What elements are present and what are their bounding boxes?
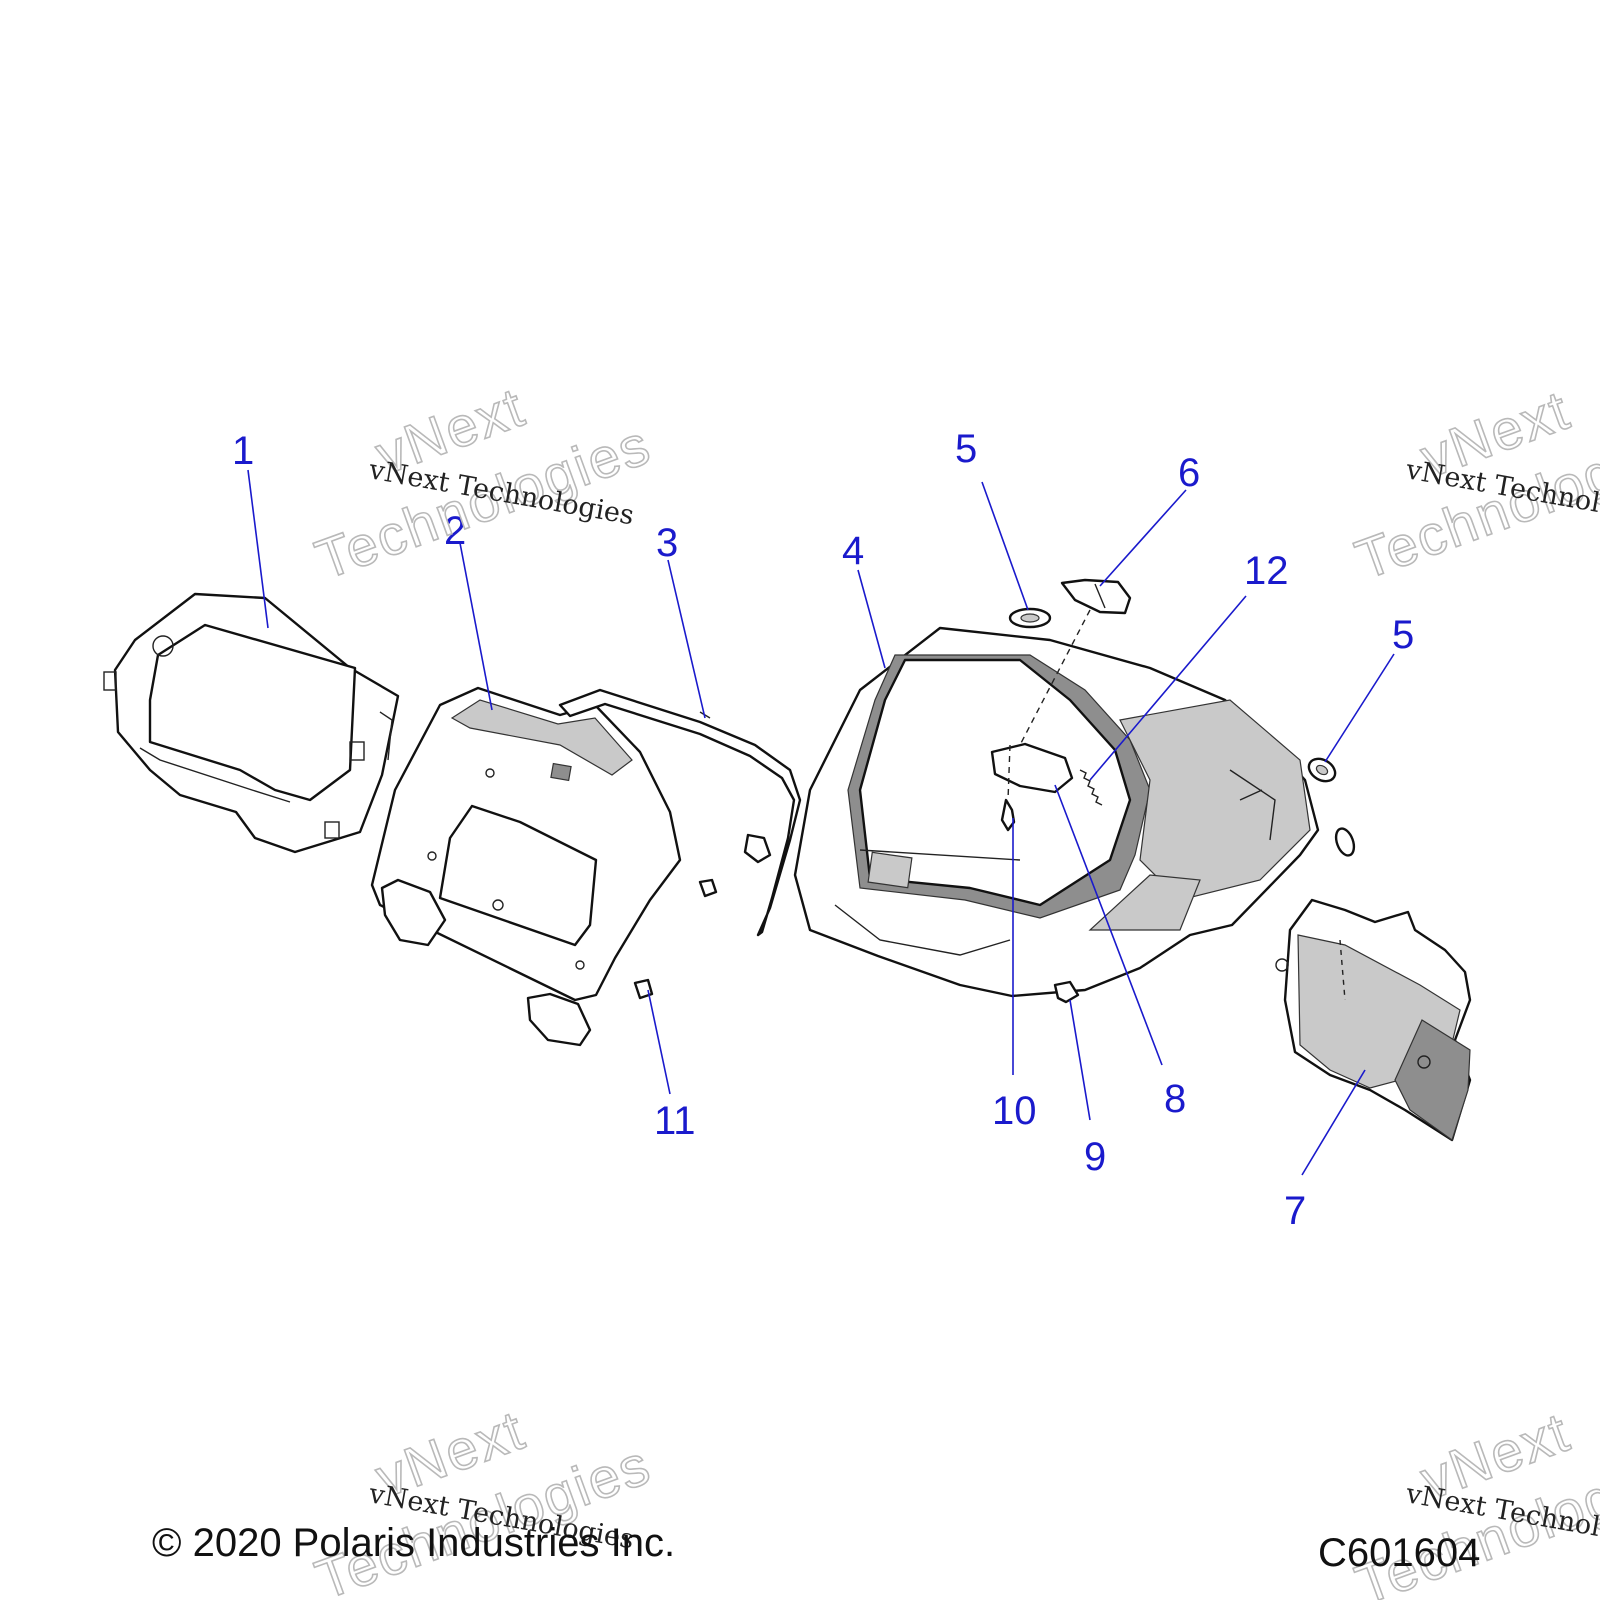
knob-icon bbox=[152, 635, 174, 657]
callout-1: 1 bbox=[232, 429, 254, 473]
callouts: 1 2 3 4 5 6 12 5 11 10 8 9 7 bbox=[232, 427, 1414, 1233]
callout-3: 3 bbox=[656, 521, 678, 565]
part-2-bezel bbox=[370, 686, 682, 1047]
callout-5-right: 5 bbox=[1392, 613, 1414, 657]
callout-6: 6 bbox=[1178, 451, 1200, 495]
callout-8: 8 bbox=[1164, 1077, 1186, 1121]
callout-5-top: 5 bbox=[955, 427, 977, 471]
part-1-display-gauge bbox=[103, 592, 400, 854]
callout-12: 12 bbox=[1244, 549, 1289, 593]
callout-2: 2 bbox=[444, 509, 466, 553]
callout-4: 4 bbox=[842, 529, 864, 573]
part-8-bracket bbox=[990, 742, 1074, 794]
part-10-screw bbox=[1000, 609, 1091, 832]
part-5-grommet-top bbox=[1008, 607, 1052, 629]
copyright-text: © 2020 Polaris Industries Inc. bbox=[152, 1521, 675, 1565]
callout-10: 10 bbox=[992, 1089, 1037, 1133]
part-5-grommet-right bbox=[1307, 757, 1356, 857]
callout-7: 7 bbox=[1284, 1189, 1306, 1233]
callout-9: 9 bbox=[1084, 1135, 1106, 1179]
watermark-top-right: vNext Technologies vNext Technolo bbox=[1347, 377, 1600, 592]
watermark-top-left: vNext Technologies vNext Technologies bbox=[307, 374, 660, 592]
figure-id: C601604 bbox=[1318, 1531, 1480, 1575]
callout-11: 11 bbox=[654, 1099, 696, 1143]
watermark-bottom-left: vNext Technologies vNext Technologies bbox=[307, 1397, 660, 1600]
part-9-screw bbox=[1053, 980, 1080, 1004]
part-4-housing bbox=[793, 626, 1320, 998]
part-12-spring bbox=[1079, 769, 1103, 806]
leader-lines bbox=[247, 469, 1395, 1176]
part-6-latch bbox=[1060, 578, 1132, 615]
part-7-panel bbox=[1275, 898, 1472, 1142]
part-11-screws bbox=[633, 833, 772, 1000]
